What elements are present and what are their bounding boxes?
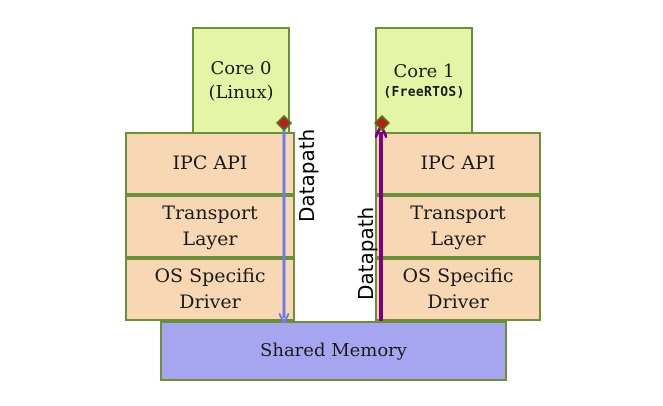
right-driver-label-line2: Driver xyxy=(427,290,489,313)
shared-memory-label: Shared Memory xyxy=(260,340,407,362)
left-ipc-api-label: IPC API xyxy=(172,151,248,174)
left-os-driver-layer: OS Specific Driver xyxy=(125,258,295,321)
left-transport-label-line2: Layer xyxy=(182,227,238,250)
right-os-driver-layer: OS Specific Driver xyxy=(375,258,541,321)
core-0-title: Core 0 xyxy=(210,57,272,79)
core-1-box: Core 1 (FreeRTOS) xyxy=(375,27,473,134)
left-transport-layer: Transport Layer xyxy=(125,195,295,258)
shared-memory-block: Shared Memory xyxy=(160,321,507,381)
left-driver-label-line2: Driver xyxy=(179,290,241,313)
datapath-label-right: Datapath xyxy=(354,206,378,300)
right-transport-label-line2: Layer xyxy=(430,227,486,250)
datapath-label-left: Datapath xyxy=(295,128,319,222)
right-driver-label-line1: OS Specific xyxy=(402,265,514,288)
right-transport-label-line1: Transport xyxy=(410,202,506,225)
core-0-box: Core 0 (Linux) xyxy=(192,27,290,134)
core-0-connection-marker xyxy=(275,114,293,132)
left-driver-label-line1: OS Specific xyxy=(154,265,266,288)
core-1-title: Core 1 xyxy=(393,61,455,83)
right-ipc-api-layer: IPC API xyxy=(375,132,541,195)
right-transport-layer: Transport Layer xyxy=(375,195,541,258)
left-ipc-api-layer: IPC API xyxy=(125,132,295,195)
core-0-os: (Linux) xyxy=(208,81,274,103)
core-1-connection-marker xyxy=(373,114,391,132)
left-transport-label-line1: Transport xyxy=(162,202,258,225)
core-1-os: (FreeRTOS) xyxy=(383,84,465,100)
right-ipc-api-label: IPC API xyxy=(420,151,496,174)
